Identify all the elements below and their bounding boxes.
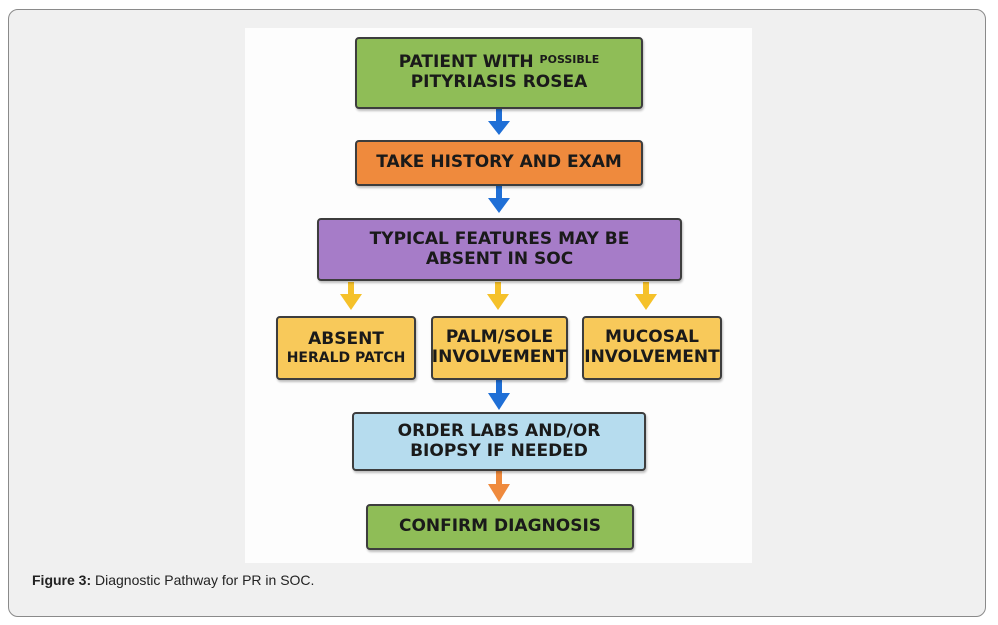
arrow-down-icon [487, 282, 509, 310]
start-node: PATIENT WITH POSSIBLE PITYRIASIS ROSEA [355, 37, 643, 109]
start-line2: PITYRIASIS ROSEA [410, 72, 588, 92]
feature-palm-sole-line1: PALM/SOLE [445, 327, 554, 348]
arrow-down-icon [488, 471, 510, 502]
feature-mucosal-line1: MUCOSAL [605, 327, 699, 348]
history-exam-node: TAKE HISTORY AND EXAM [355, 140, 643, 186]
figure-caption: Figure 3: Diagnostic Pathway for PR in S… [32, 572, 314, 588]
arrow-down-icon [488, 380, 510, 410]
caption-text: Diagnostic Pathway for PR in SOC. [91, 572, 315, 588]
confirm-diagnosis-label: CONFIRM DIAGNOSIS [398, 516, 602, 537]
arrow-down-icon [488, 186, 510, 213]
feature-mucosal-node: MUCOSAL INVOLVEMENT [582, 316, 722, 380]
arrow-down-icon [488, 109, 510, 135]
arrow-down-icon [635, 282, 657, 310]
flowchart: PATIENT WITH POSSIBLE PITYRIASIS ROSEA T… [245, 28, 752, 563]
typical-features-line2: ABSENT IN SOC [425, 248, 574, 269]
arrow-down-icon [340, 282, 362, 310]
typical-features-line1: TYPICAL FEATURES MAY BE [369, 228, 630, 249]
caption-label: Figure 3: [32, 572, 92, 588]
typical-features-node: TYPICAL FEATURES MAY BE ABSENT IN SOC [317, 218, 682, 281]
feature-palm-sole-line2: INVOLVEMENT [431, 347, 568, 367]
feature-mucosal-line2: INVOLVEMENT [584, 347, 720, 367]
labs-biopsy-node: ORDER LABS AND/OR BIOPSY IF NEEDED [352, 412, 646, 471]
feature-herald-line1: ABSENT [308, 329, 384, 350]
flow-arrows [340, 109, 657, 502]
feature-herald-node: ABSENT HERALD PATCH [276, 316, 416, 380]
labs-biopsy-line2: BIOPSY IF NEEDED [410, 440, 588, 461]
history-exam-label: TAKE HISTORY AND EXAM [376, 152, 622, 173]
labs-biopsy-line1: ORDER LABS AND/OR [397, 420, 601, 441]
start-line1-small: POSSIBLE [539, 53, 600, 67]
feature-herald-line2: HERALD PATCH [286, 349, 406, 366]
feature-palm-sole-node: PALM/SOLE INVOLVEMENT [431, 316, 568, 380]
confirm-diagnosis-node: CONFIRM DIAGNOSIS [366, 504, 634, 550]
start-line1: PATIENT WITH [398, 52, 534, 73]
